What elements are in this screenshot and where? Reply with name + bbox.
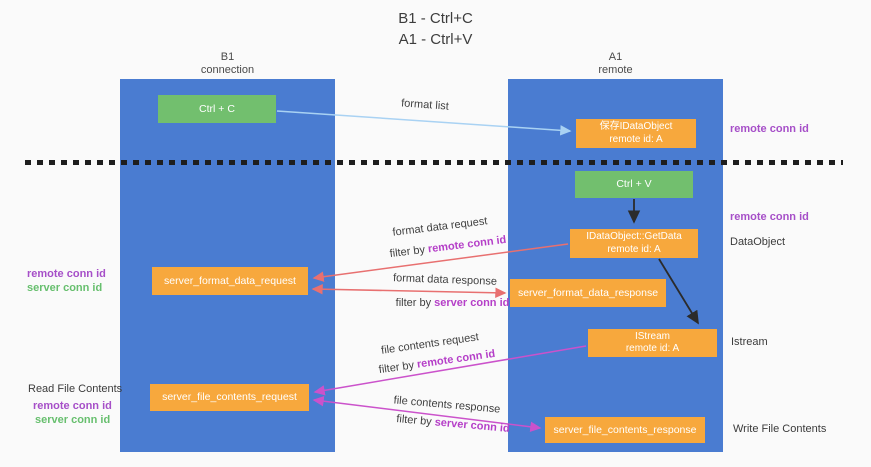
lane-a1-role: remote bbox=[598, 64, 633, 76]
lane-header-a1: A1 remote bbox=[508, 51, 723, 77]
annotation-istream: Istream bbox=[731, 336, 768, 348]
node-server-format-data-response: server_format_data_response bbox=[510, 279, 666, 307]
lane-header-b1: B1 connection bbox=[120, 51, 335, 77]
filter-key-server-conn-id: server conn id bbox=[434, 297, 510, 309]
lane-b1-role: connection bbox=[200, 64, 255, 76]
node-istream-line1: IStream bbox=[634, 330, 670, 342]
node-istream: IStream remote id: A bbox=[588, 329, 717, 357]
lane-a1-name: A1 bbox=[608, 51, 623, 63]
node-save-idataobject: 保存IDataObject remote id: A bbox=[576, 119, 696, 148]
annotation-dataobject: DataObject bbox=[730, 236, 786, 248]
filter-prefix: filter by bbox=[395, 297, 435, 309]
annotation-remote-conn-id-mid: remote conn id bbox=[730, 211, 809, 223]
filter-key-remote-conn-id: remote conn id bbox=[416, 347, 496, 371]
filter-prefix: filter by bbox=[378, 358, 418, 377]
title-line-1: B1 - Ctrl+C bbox=[398, 10, 473, 27]
arrow-format-data-response bbox=[311, 283, 507, 299]
node-server-format-data-request: server_format_data_request bbox=[152, 267, 308, 295]
node-save-idataobject-line2: remote id: A bbox=[609, 133, 663, 145]
node-ctrl-v: Ctrl + V bbox=[575, 171, 693, 198]
lane-b1-name: B1 bbox=[220, 51, 235, 63]
node-istream-line2: remote id: A bbox=[625, 343, 680, 354]
title-line-2: A1 - Ctrl+V bbox=[398, 31, 473, 48]
filter-prefix: filter by bbox=[389, 243, 429, 261]
node-idataobject-getdata-line1: IDataObject::GetData bbox=[586, 231, 682, 242]
node-ctrl-c: Ctrl + C bbox=[158, 95, 276, 123]
filter-key-remote-conn-id: remote conn id bbox=[427, 233, 507, 256]
annotation-write-file-contents: Write File Contents bbox=[733, 423, 827, 435]
node-idataobject-getdata-line2: remote id: A bbox=[607, 243, 661, 255]
node-server-file-contents-response-label: server_file_contents_response bbox=[553, 423, 697, 436]
annotation-remote-conn-id-top: remote conn id bbox=[730, 123, 809, 135]
node-server-file-contents-request: server_file_contents_request bbox=[150, 384, 309, 411]
node-idataobject-getdata: IDataObject::GetData remote id: A bbox=[570, 229, 698, 258]
annotation-server-conn-id-left-1: server conn id bbox=[27, 282, 103, 294]
node-save-idataobject-line1: 保存IDataObject bbox=[599, 121, 673, 132]
annotation-remote-conn-id-left-1: remote conn id bbox=[27, 268, 106, 280]
annotation-read-file-contents: Read File Contents bbox=[28, 383, 123, 395]
annotation-server-conn-id-left-2: server conn id bbox=[35, 414, 111, 426]
node-server-format-data-response-label: server_format_data_response bbox=[517, 286, 659, 299]
copy-paste-divider-dashed-line bbox=[25, 160, 843, 165]
node-server-file-contents-request-label: server_file_contents_request bbox=[162, 391, 297, 404]
node-server-format-data-request-label: server_format_data_request bbox=[164, 274, 296, 287]
node-server-file-contents-response: server_file_contents_response bbox=[545, 417, 705, 443]
node-ctrl-v-label: Ctrl + V bbox=[616, 178, 652, 191]
annotation-remote-conn-id-left-2: remote conn id bbox=[33, 400, 112, 412]
filter-key-server-conn-id: server conn id bbox=[434, 416, 511, 435]
filter-prefix: filter by bbox=[395, 413, 436, 429]
flow-filter-format-data-response: filter by server conn id bbox=[370, 297, 535, 309]
flow-label-format-data-response: format data response bbox=[392, 272, 498, 288]
node-ctrl-c-label: Ctrl + C bbox=[199, 102, 235, 115]
diagram-title: B1 - Ctrl+C A1 - Ctrl+V bbox=[0, 8, 871, 50]
flow-label-format-list: format list bbox=[400, 97, 450, 113]
